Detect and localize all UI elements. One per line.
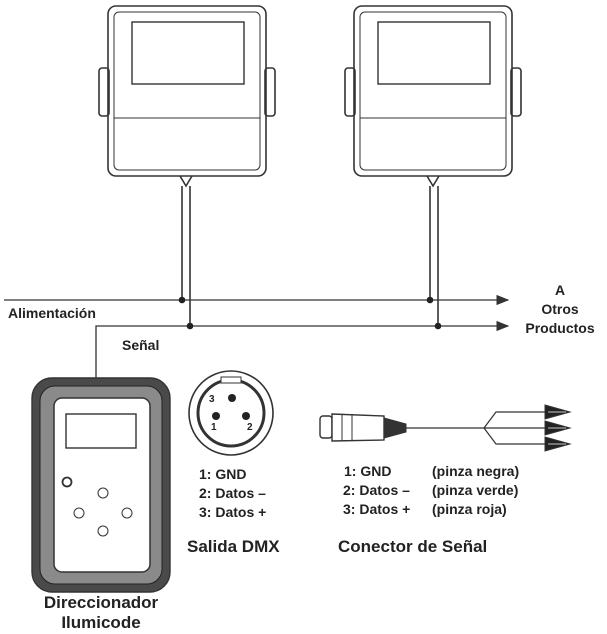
destination-label-productos: Productos bbox=[525, 320, 595, 336]
dmx-pin-1: 1: GND bbox=[199, 466, 247, 482]
dmx-pin-3: 3: Datos + bbox=[199, 504, 267, 520]
addresser-device bbox=[31, 377, 171, 593]
dmx-output-title: Salida DMX bbox=[187, 537, 280, 556]
destination-label-a: A bbox=[554, 282, 566, 298]
light-fixture-1 bbox=[98, 5, 276, 326]
clip-green: (pinza verde) bbox=[432, 482, 519, 498]
dmx-pin-number-2: 2 bbox=[247, 422, 253, 433]
dmx-pin-number-3: 3 bbox=[209, 394, 215, 405]
device-title-line1: Direccionador bbox=[43, 593, 159, 612]
dmx-pin-2: 2: Datos – bbox=[199, 485, 266, 501]
signal-connector-cable bbox=[319, 404, 572, 452]
signal-pin-1: 1: GND bbox=[344, 463, 392, 479]
destination-label-otros: Otros bbox=[541, 301, 579, 317]
light-fixture-2 bbox=[344, 5, 522, 326]
clip-black: (pinza negra) bbox=[432, 463, 520, 479]
signal-label: Señal bbox=[122, 337, 160, 353]
power-bus-line bbox=[4, 294, 510, 306]
signal-bus-line bbox=[95, 320, 510, 378]
power-label: Alimentación bbox=[8, 305, 96, 321]
clip-red: (pinza roja) bbox=[432, 501, 507, 517]
signal-pin-2: 2: Datos – bbox=[343, 482, 410, 498]
dmx-pin-number-1: 1 bbox=[211, 422, 217, 433]
signal-connector-title: Conector de Señal bbox=[338, 537, 488, 556]
device-title-line2: Ilumicode bbox=[61, 613, 141, 632]
signal-pin-3: 3: Datos + bbox=[343, 501, 411, 517]
dmx-output-connector bbox=[188, 370, 274, 456]
